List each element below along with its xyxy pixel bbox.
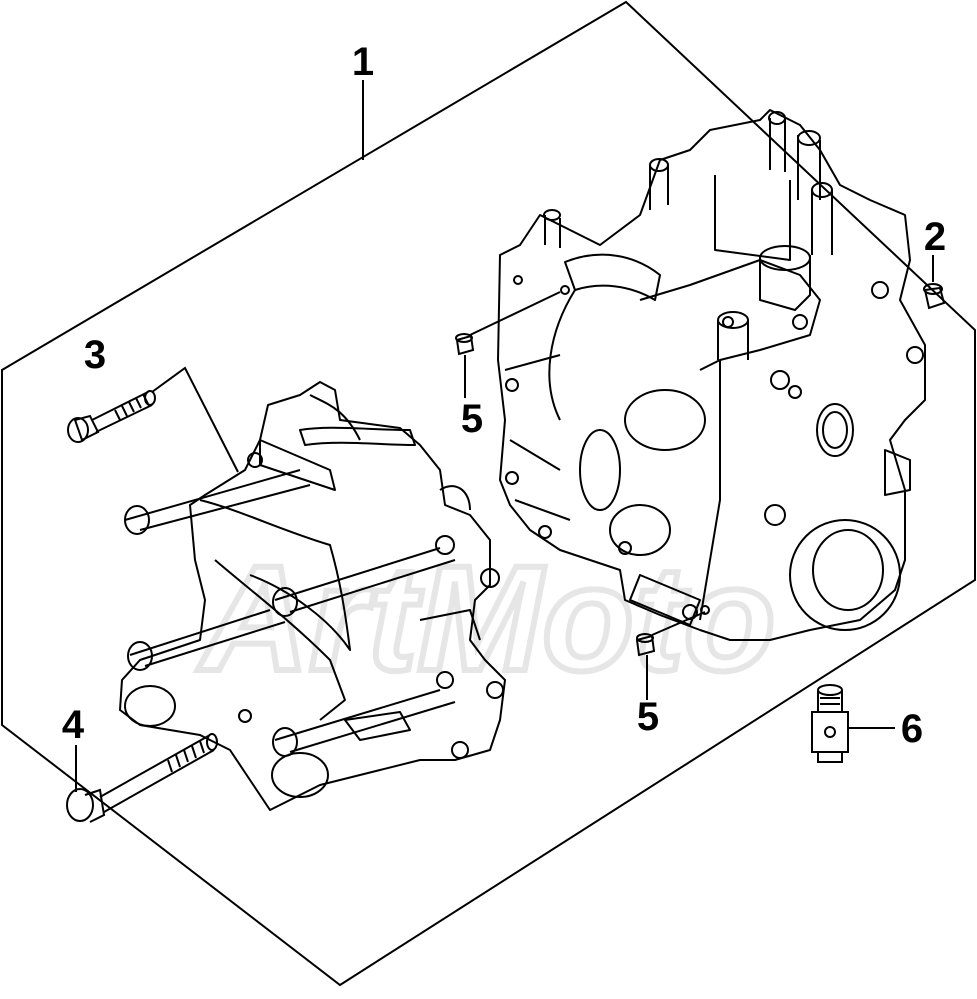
callout-5-lower: 5: [637, 695, 659, 739]
crankcase-right-half: [497, 109, 926, 641]
callout-labels: 1 2 3 4 5 5 6: [62, 40, 946, 751]
watermark: ArtMoto: [194, 531, 779, 705]
dowel-pin-5-lower: [635, 633, 656, 657]
callout-6: 6: [901, 707, 923, 751]
callout-1: 1: [352, 40, 374, 84]
dowel-pin-2: [923, 283, 946, 310]
crankcase-left-half: [119, 381, 506, 811]
callout-2: 2: [924, 215, 946, 259]
dowel-pin-5-upper: [455, 333, 475, 356]
fitting-6: [811, 684, 849, 763]
bolt-short: [67, 390, 156, 443]
callout-5-upper: 5: [461, 397, 483, 441]
leader-lines: [75, 80, 934, 792]
watermark-text: ArtMoto: [197, 534, 776, 702]
bolt-long: [66, 733, 218, 823]
callout-4: 4: [62, 703, 85, 747]
callout-3: 3: [84, 333, 106, 377]
